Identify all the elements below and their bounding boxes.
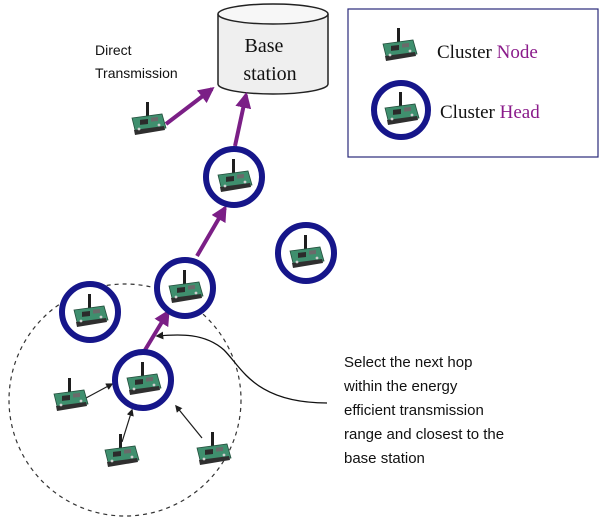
annotation-line-3: efficient transmission (344, 402, 484, 419)
annotation-line-5: base station (344, 450, 425, 467)
cluster-head-icon (275, 222, 337, 284)
base-station-label-line2: station (243, 63, 296, 85)
legend-node-label: Cluster Node (437, 42, 538, 63)
member-arrows (85, 383, 203, 443)
cluster-head-icon (154, 257, 216, 319)
cluster-head-icon (59, 281, 121, 343)
direct-transmission-arrow (164, 87, 215, 126)
direct-transmission-label-line1: Direct (95, 42, 132, 58)
hop-arrow-1 (143, 309, 170, 352)
annotation-pointer (155, 331, 328, 404)
direct-transmission-label-line2: Transmission (95, 65, 178, 81)
hop-arrow-2 (195, 205, 227, 258)
annotation-line-4: range and closest to the (344, 426, 504, 443)
cluster-boundary (8, 283, 242, 517)
base-station-cylinder-icon (217, 3, 329, 95)
routing-path (143, 87, 252, 352)
base-station-label-line1: Base (245, 35, 284, 57)
hop-arrow-3 (233, 91, 252, 147)
legend-cluster-head-icon (371, 80, 431, 140)
cluster-head-icon (203, 146, 265, 208)
cluster-head-icon (112, 349, 174, 411)
sensor-node-icon (131, 101, 167, 136)
annotation-line-2: within the energy (343, 378, 458, 395)
sensor-node-icon (53, 377, 89, 412)
annotation-line-1: Select the next hop (344, 354, 472, 371)
sensor-node-icon (104, 433, 140, 468)
sensor-node-icon (196, 431, 232, 466)
legend-head-label: Cluster Head (440, 102, 540, 123)
